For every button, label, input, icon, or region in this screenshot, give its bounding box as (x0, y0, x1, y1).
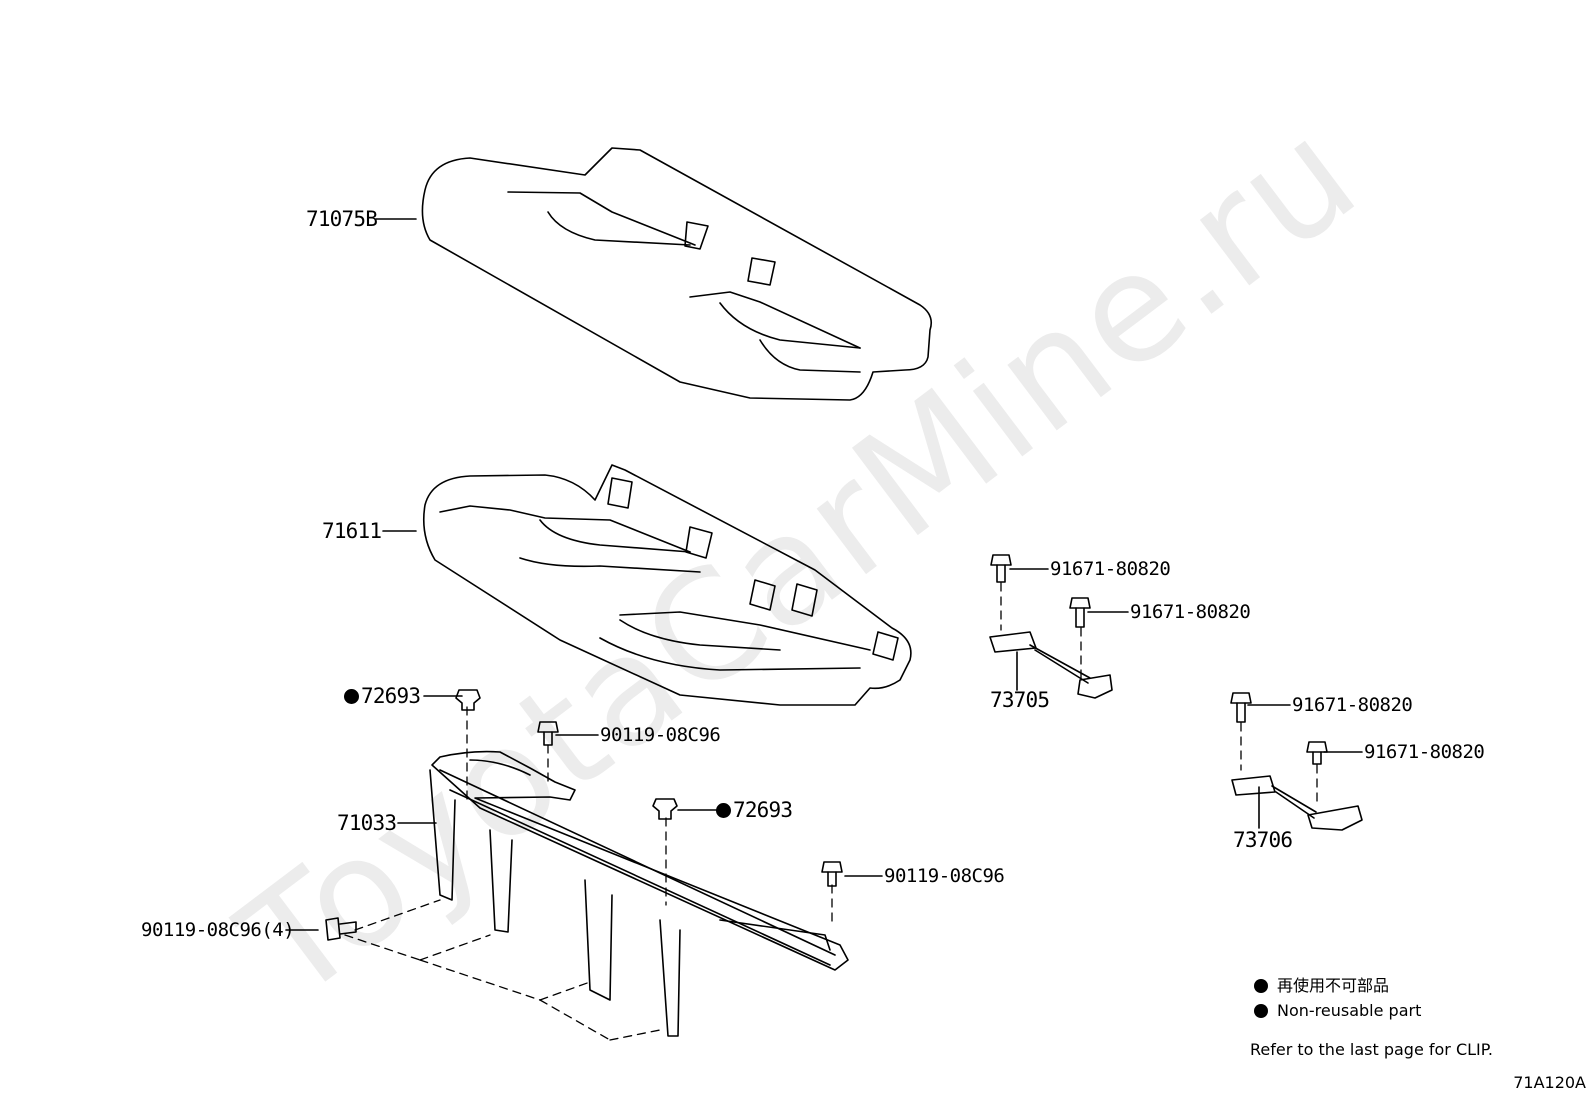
figure-code: 71A120A (1513, 1073, 1586, 1092)
legend-en: Non-reusable part (1254, 1003, 1421, 1019)
part-number-91671-c: 91671-80820 (1292, 694, 1413, 716)
seat-frame-shape (429, 750, 849, 1037)
bolt-91671-c-shape (1230, 692, 1252, 723)
part-number-91671-b: 91671-80820 (1130, 601, 1251, 623)
bolt-90119-b-shape (821, 861, 843, 887)
part-number-90119-b: 90119-08C96 (884, 865, 1005, 887)
assembly-dashed-lines (344, 582, 1318, 1041)
bracket-73705-shape (989, 631, 1113, 699)
legend-ja-text: 再使用不可部品 (1277, 976, 1390, 995)
part-number-71033: 71033 (337, 811, 397, 835)
non-reusable-dot-icon (344, 689, 359, 704)
legend-ja: 再使用不可部品 (1254, 978, 1389, 994)
clip-a-shape (455, 689, 481, 711)
part-number-73706: 73706 (1233, 828, 1293, 852)
seat-cushion-pad-shape (422, 464, 912, 706)
bolt-91671-a-shape (990, 554, 1012, 583)
bracket-73706-shape (1231, 775, 1363, 831)
non-reusable-dot-icon (1254, 1004, 1268, 1018)
bolt-91671-b-shape (1069, 597, 1091, 628)
part-number-text: 72693 (733, 798, 793, 822)
part-number-91671-d: 91671-80820 (1364, 741, 1485, 763)
clip-note: Refer to the last page for CLIP. (1250, 1040, 1493, 1059)
clip-b-shape (652, 798, 678, 820)
part-number-73705: 73705 (990, 688, 1050, 712)
bolt-90119-c-shape (325, 917, 357, 941)
bolt-90119-a-shape (537, 721, 559, 746)
bolt-91671-d-shape (1306, 741, 1328, 765)
part-number-72693-b: 72693 (716, 798, 793, 822)
part-number-72693-a: 72693 (344, 684, 421, 708)
seat-cushion-cover-shape (421, 147, 933, 401)
part-number-71611: 71611 (322, 519, 382, 543)
non-reusable-dot-icon (1254, 979, 1268, 993)
part-number-71075b: 71075B (306, 207, 378, 231)
non-reusable-dot-icon (716, 803, 731, 818)
part-number-91671-a: 91671-80820 (1050, 558, 1171, 580)
part-number-90119-a: 90119-08C96 (600, 724, 721, 746)
legend-en-text: Non-reusable part (1277, 1001, 1422, 1020)
part-number-90119-c: 90119-08C96(4) (141, 919, 295, 941)
part-number-text: 72693 (361, 684, 421, 708)
